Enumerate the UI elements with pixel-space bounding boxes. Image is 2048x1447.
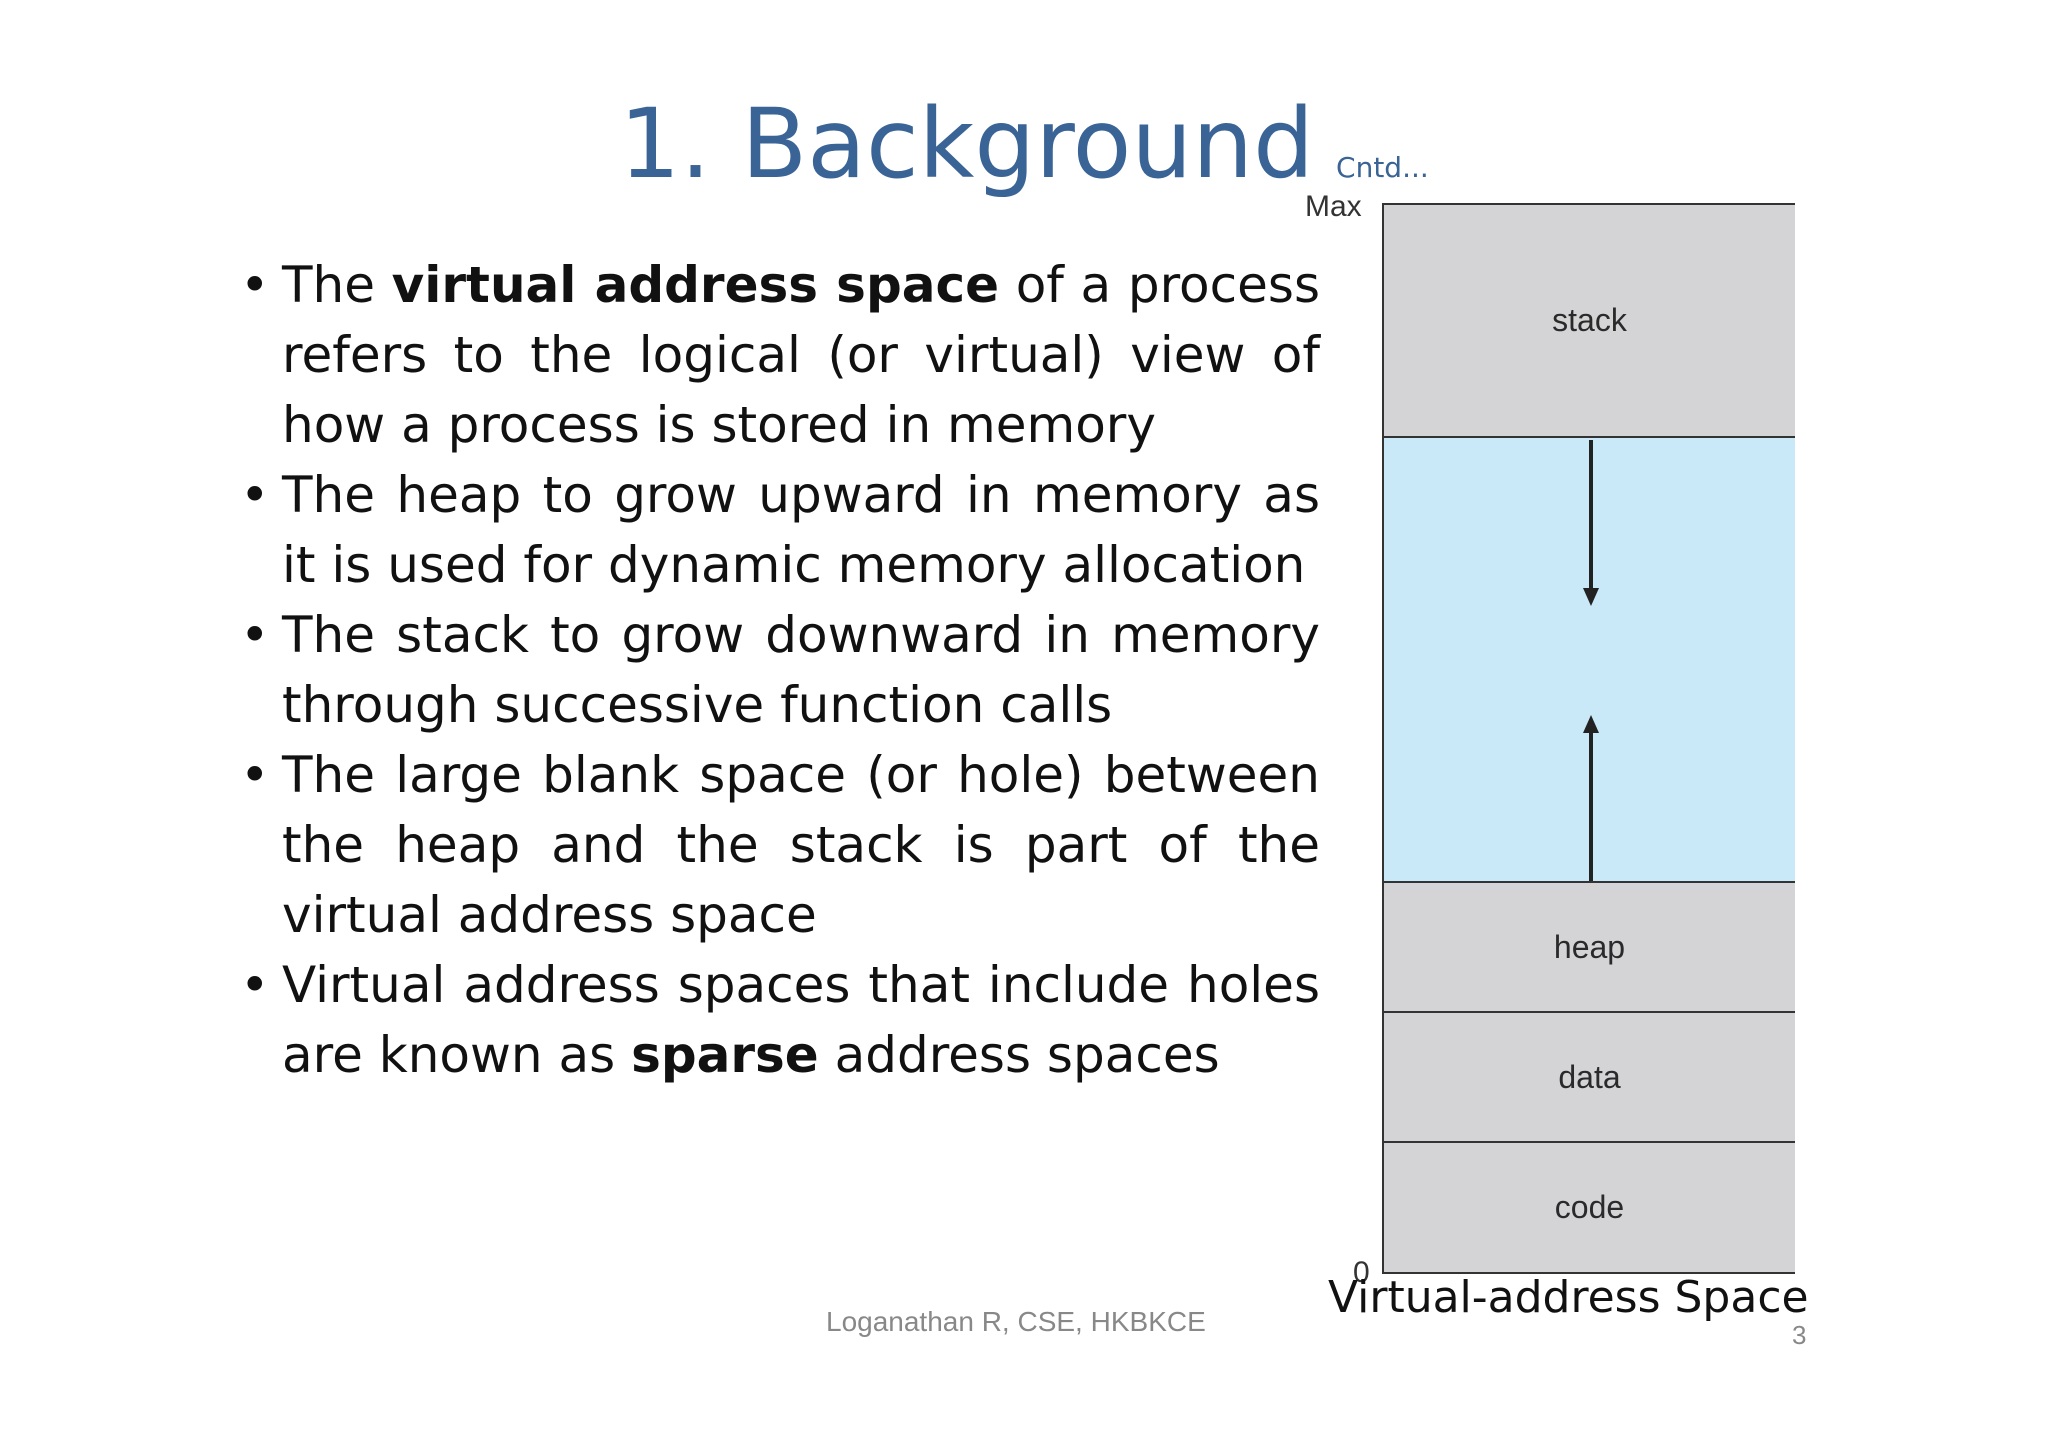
- bullet-item: •The stack to grow downward in memory th…: [240, 600, 1320, 740]
- bullet-emphasis: virtual address space: [391, 256, 1000, 314]
- bullet-item: •The heap to grow upward in memory as it…: [240, 460, 1320, 600]
- bullet-text: The: [282, 256, 392, 314]
- growth-arrows: [1583, 440, 1599, 881]
- bullet-text: Virtual address spaces that include hole…: [282, 956, 1320, 1084]
- bullet-emphasis: sparse: [631, 1026, 819, 1084]
- bullet-text: of a process refers to the logical (or v…: [282, 256, 1320, 454]
- heap-segment: heap: [1382, 881, 1795, 1011]
- bullet-dot: •: [240, 466, 270, 524]
- title-sub: Cntd...: [1336, 151, 1429, 184]
- bullet-text: address spaces: [818, 1026, 1220, 1084]
- hole-region: [1382, 436, 1795, 881]
- diagram-caption: Virtual-address Space: [1328, 1272, 1809, 1323]
- bullet-dot: •: [240, 956, 270, 1014]
- bullet-dot: •: [240, 606, 270, 664]
- virtual-address-space-diagram: stack heap data code: [1382, 203, 1797, 1274]
- code-label: code: [1554, 1189, 1625, 1225]
- bullet-text: The heap to grow upward in memory as it …: [282, 466, 1320, 594]
- data-segment: data: [1382, 1011, 1795, 1141]
- page-number: 3: [1792, 1320, 1807, 1350]
- bullet-list: •The virtual address space of a process …: [240, 250, 1320, 1090]
- bullet-text: The large blank space (or hole) between …: [282, 746, 1320, 944]
- bullet-text: The stack to grow downward in memory thr…: [282, 606, 1320, 734]
- stack-label: stack: [1552, 302, 1627, 338]
- address-zero-label: 0: [1353, 1256, 1370, 1289]
- stack-segment: stack: [1382, 203, 1795, 436]
- title-main: 1. Background: [619, 88, 1315, 200]
- heap-up-arrowhead: [1583, 715, 1599, 733]
- heap-label: heap: [1553, 928, 1626, 965]
- bullet-item: •The virtual address space of a process …: [240, 250, 1320, 460]
- address-max-label: Max: [1305, 190, 1362, 223]
- stack-down-arrowhead: [1583, 588, 1599, 606]
- code-segment: code: [1382, 1141, 1795, 1274]
- data-label: data: [1558, 1058, 1621, 1095]
- bullet-dot: •: [240, 746, 270, 804]
- footer-author: Loganathan R, CSE, HKBKCE: [826, 1306, 1206, 1337]
- bullet-dot: •: [240, 256, 270, 314]
- bullet-item: •The large blank space (or hole) between…: [240, 740, 1320, 950]
- bullet-item: •Virtual address spaces that include hol…: [240, 950, 1320, 1090]
